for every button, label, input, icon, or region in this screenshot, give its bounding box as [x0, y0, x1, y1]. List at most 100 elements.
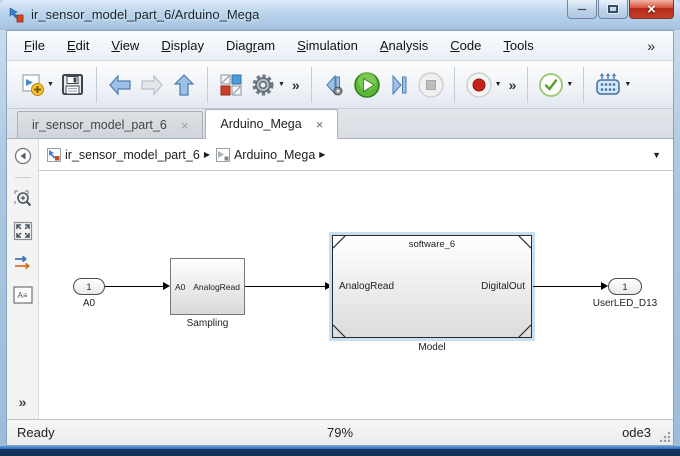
menu-display[interactable]: Display: [161, 38, 204, 53]
palette-more-chevron[interactable]: »: [18, 394, 27, 410]
model-block-name: Model: [418, 342, 446, 353]
hide-browser-button[interactable]: [12, 145, 34, 167]
resize-grip[interactable]: [660, 432, 670, 442]
menu-simulation[interactable]: Simulation: [297, 38, 358, 53]
breadcrumb-item-root[interactable]: ir_sensor_model_part_6: [47, 147, 200, 162]
breadcrumb-separator-icon: ▶: [203, 150, 210, 159]
tab-close-icon[interactable]: ×: [315, 116, 324, 132]
back-circle-icon: [14, 147, 31, 165]
zoom-tool-button[interactable]: [12, 188, 34, 210]
new-model-icon: [22, 74, 44, 96]
new-model-dropdown-icon[interactable]: ▼: [47, 81, 54, 88]
toolbar: ▼: [7, 61, 673, 109]
signal-arrowhead: [163, 282, 170, 290]
minimize-button[interactable]: [567, 0, 597, 19]
simulink-app-icon: [9, 7, 24, 23]
save-icon: [62, 74, 84, 95]
tab-label: Arduino_Mega: [220, 117, 302, 131]
stop-button[interactable]: [415, 68, 447, 102]
signal-arrowhead: [325, 282, 332, 290]
signal-arrowhead: [601, 282, 608, 290]
palette-separator: [14, 177, 31, 178]
model-advisor-button[interactable]: ▼: [535, 68, 576, 102]
signal-arrows-button[interactable]: [12, 252, 34, 274]
sampling-block-name: Sampling: [186, 318, 229, 329]
check-icon: [539, 72, 564, 97]
up-to-parent-button[interactable]: [168, 68, 200, 102]
annotation-glyph: A≡: [17, 290, 28, 300]
breadcrumb-separator-icon: ▶: [319, 150, 326, 159]
outport-label: UserLED_D13: [592, 298, 658, 309]
save-button[interactable]: [57, 68, 89, 102]
inport-block[interactable]: 1: [73, 278, 105, 295]
tab-strip: ir_sensor_model_part_6 × Arduino_Mega ×: [7, 109, 673, 139]
window-bottom-border: [0, 446, 680, 456]
menu-code[interactable]: Code: [450, 38, 482, 53]
data-inspector-dropdown-icon[interactable]: ▼: [624, 81, 632, 88]
breadcrumb-item-arduino-mega[interactable]: Arduino_Mega: [215, 147, 315, 162]
signal-line[interactable]: [105, 286, 163, 287]
inport-label: A0: [82, 298, 96, 309]
settings-dropdown-icon[interactable]: ▼: [277, 81, 285, 88]
new-model-button[interactable]: ▼: [18, 68, 57, 102]
record-dropdown-icon[interactable]: ▼: [494, 81, 502, 88]
annotation-button[interactable]: A≡: [12, 284, 34, 306]
menu-overflow-chevron[interactable]: »: [647, 37, 655, 54]
signal-line[interactable]: [533, 286, 601, 287]
tab-ir-sensor-model-part-6[interactable]: ir_sensor_model_part_6 ×: [17, 111, 204, 138]
run-icon: [353, 71, 380, 98]
signal-line[interactable]: [245, 286, 325, 287]
library-browser-button[interactable]: [215, 68, 247, 102]
model-in-port-label: AnalogRead: [339, 281, 395, 292]
window-title: ir_sensor_model_part_6/Arduino_Mega: [31, 7, 260, 22]
breadcrumb-label: ir_sensor_model_part_6: [65, 147, 200, 162]
menu-tools[interactable]: Tools: [503, 38, 534, 53]
step-forward-icon: [392, 74, 407, 95]
zoom-level: 79%: [326, 425, 354, 440]
menu-edit[interactable]: Edit: [66, 38, 90, 53]
title-bar[interactable]: ir_sensor_model_part_6/Arduino_Mega ×: [0, 0, 680, 30]
editor-palette: A≡ »: [7, 139, 39, 419]
run-button[interactable]: [351, 68, 383, 102]
model-header-label: software_6: [408, 239, 456, 250]
back-button[interactable]: [104, 68, 136, 102]
data-inspector-button[interactable]: ▼: [591, 68, 634, 102]
advisor-dropdown-icon[interactable]: ▼: [566, 81, 574, 88]
model-canvas[interactable]: 1 A0 A0 AnalogRead Sampling: [39, 171, 673, 419]
model-icon: [47, 147, 61, 162]
menu-diagram[interactable]: Diagram: [225, 38, 276, 53]
model-corner-marks: [333, 236, 531, 337]
step-forward-button[interactable]: [383, 68, 415, 102]
record-overflow-chevron[interactable]: »: [508, 76, 517, 93]
up-arrow-icon: [173, 73, 195, 96]
close-button[interactable]: ×: [629, 0, 674, 19]
tab-arduino-mega[interactable]: Arduino_Mega ×: [205, 109, 339, 139]
tab-close-icon[interactable]: ×: [180, 117, 189, 133]
menu-view[interactable]: View: [111, 38, 140, 53]
sampling-block[interactable]: A0 AnalogRead: [170, 258, 245, 315]
menu-file[interactable]: File: [24, 38, 45, 53]
stop-icon: [417, 71, 444, 98]
outport-block[interactable]: 1: [608, 278, 642, 295]
model-reference-block[interactable]: software_6 AnalogRead DigitalOut: [332, 235, 532, 338]
step-back-icon: [326, 74, 343, 95]
menu-analysis[interactable]: Analysis: [379, 38, 429, 53]
fit-to-view-button[interactable]: [12, 220, 34, 242]
forward-arrow-icon: [141, 73, 163, 96]
zoom-region-icon: [13, 190, 31, 207]
record-button[interactable]: ▼: [462, 68, 505, 102]
toolbar-overflow-chevron[interactable]: »: [291, 76, 300, 93]
record-icon: [465, 71, 492, 98]
data-inspector-icon: [596, 72, 621, 95]
inport-number: 1: [86, 281, 92, 292]
model-settings-button[interactable]: ▼: [247, 68, 288, 102]
step-back-button[interactable]: [319, 68, 351, 102]
close-icon: ×: [647, 0, 656, 18]
breadcrumb-dropdown-icon[interactable]: ▼: [652, 149, 661, 160]
back-arrow-icon: [109, 73, 131, 96]
library-browser-icon: [220, 74, 242, 95]
forward-button[interactable]: [136, 68, 168, 102]
sampling-in-port-label: A0: [175, 281, 186, 292]
maximize-button[interactable]: [598, 0, 628, 19]
